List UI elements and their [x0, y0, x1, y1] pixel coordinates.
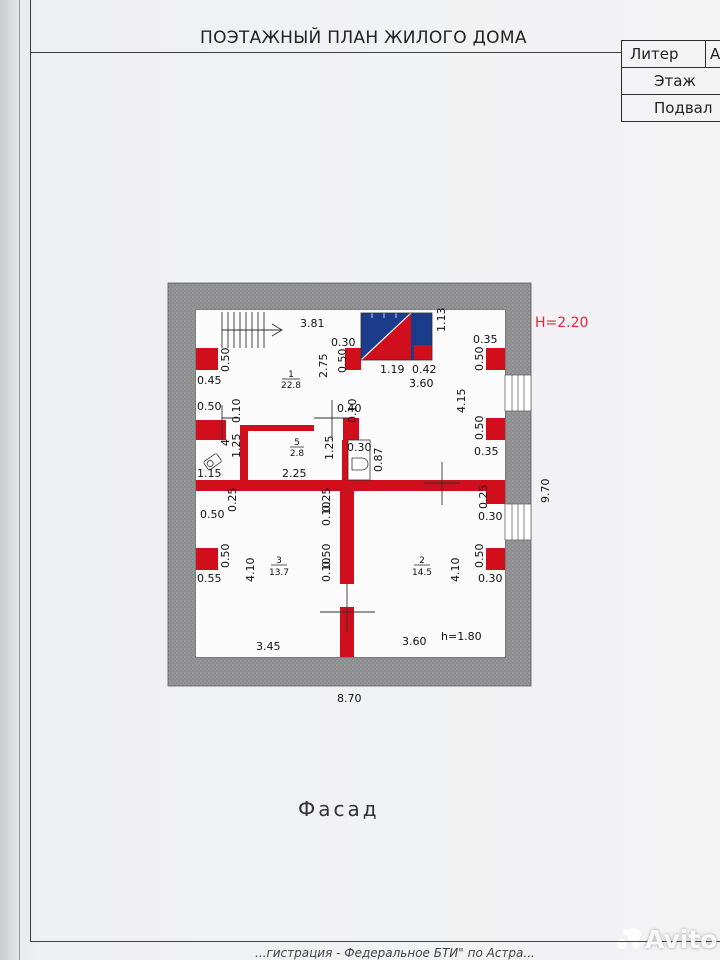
dim-closet-depth: 0.87 [372, 448, 385, 473]
title-block-stamp: Литер А Этаж Подвал [621, 40, 720, 128]
dim-010-v3: 0.10 [320, 502, 333, 527]
binding-edge [0, 0, 22, 960]
dim-050-v1: 0.50 [219, 348, 232, 373]
wall-room4-top [196, 420, 226, 440]
avito-logo-icon [617, 928, 641, 949]
dim-050-left: 0.50 [197, 400, 222, 413]
dim-030-right: 0.30 [478, 510, 503, 523]
wall-room5-top-a [248, 425, 314, 431]
room-2-area: 14.5 [412, 568, 432, 578]
room-1-area: 22.8 [281, 381, 301, 391]
dim-room5-depth: 1.25 [323, 436, 336, 461]
dim-h-label: h=1.80 [441, 630, 482, 643]
pier-left-2 [196, 548, 218, 570]
closet [347, 439, 371, 481]
dim-030-top: 0.30 [331, 336, 356, 349]
footer-text: ...гистрация - Федеральное БТИ" по Астра… [255, 946, 535, 960]
title-underline [30, 52, 622, 53]
dim-stair-width: 1.19 [380, 363, 405, 376]
dim-050-v3: 0.50 [473, 347, 486, 372]
wall-room5-right [342, 440, 348, 480]
dim-050-v7: 0.50 [473, 544, 486, 569]
dim-stair-depth: 1.13 [435, 308, 448, 333]
dim-045: 0.45 [197, 374, 222, 387]
document-title: ПОЭТАЖНЫЙ ПЛАН ЖИЛОГО ДОМА [200, 28, 527, 48]
margin-rule [19, 0, 20, 960]
pier-mid-1 [345, 348, 361, 370]
stamp-basement-label: Подвал [621, 94, 720, 122]
dim-010-v2: 0.10 [346, 399, 359, 424]
dim-room4-depth: 1.25 [230, 434, 243, 459]
dim-room4-width: 1.15 [197, 467, 222, 480]
pier-left-1 [196, 348, 218, 370]
interior-walls [196, 348, 505, 657]
room-3-area: 13.7 [269, 568, 289, 578]
wall-room5-left [240, 425, 248, 480]
dim-025-v1: 0.25 [226, 488, 239, 513]
dim-055: 0.55 [197, 572, 222, 585]
facade-label: Фасад [298, 797, 380, 821]
wall-horizontal-main [196, 480, 505, 491]
dim-025-v3: 0.25 [477, 485, 490, 510]
avito-watermark: Avito [645, 925, 718, 954]
dim-room2-depth: 4.10 [449, 558, 462, 583]
room-5-number: 5 [294, 438, 300, 448]
window-right-lower [504, 503, 532, 541]
dim-overall-depth: 9.70 [539, 479, 552, 504]
pier-right-1 [486, 348, 505, 370]
room-4-number: 4 [219, 439, 232, 446]
stair-unit [360, 312, 433, 361]
dim-035-right: 0.35 [474, 445, 499, 458]
pier-right-2 [486, 418, 505, 440]
dim-050-v4: 0.50 [473, 416, 486, 441]
dim-035-top: 0.35 [473, 333, 498, 346]
dim-050-v2: 0.50 [336, 349, 349, 374]
dim-room5-width: 2.25 [282, 467, 307, 480]
window-right-upper [504, 374, 532, 412]
dim-010-v1: 0.10 [230, 399, 243, 424]
frame-left-line [30, 0, 31, 942]
dim-030-right-lower: 0.30 [478, 572, 503, 585]
wall-vertical-lower-a [340, 491, 354, 584]
ceiling-height-label: H=2.20 [535, 315, 588, 331]
dim-overall-width: 8.70 [337, 692, 362, 705]
dim-room1-top: 3.81 [300, 317, 325, 330]
dim-050-left-lower: 0.50 [200, 508, 225, 521]
dim-010-v4: 0.10 [320, 558, 333, 583]
dim-042: 0.42 [412, 363, 437, 376]
dim-room2-width: 3.60 [402, 635, 427, 648]
door-markers [221, 400, 460, 632]
room-3-number: 3 [276, 556, 282, 566]
dim-room3-depth: 4.10 [244, 558, 257, 583]
wall-room5-top-b [343, 418, 359, 440]
dim-025-v2: 0.25 [320, 488, 333, 513]
pier-right-3 [486, 548, 505, 570]
dim-050-v6: 0.50 [320, 544, 333, 569]
dim-050-v5: 0.50 [219, 544, 232, 569]
room-1-number: 1 [288, 370, 294, 380]
footer-rule [30, 941, 720, 942]
room-2-number: 2 [419, 556, 425, 566]
dim-room1-inner-depth: 2.75 [317, 354, 330, 379]
dim-room1-depth: 4.15 [455, 389, 468, 414]
dim-040: 0.40 [337, 402, 362, 415]
room-5-area: 2.8 [290, 449, 305, 459]
dim-030-closet: 0.30 [347, 441, 372, 454]
dim-room3-width: 3.45 [256, 640, 281, 653]
staircase [221, 312, 283, 348]
toilet-symbol [203, 453, 222, 471]
pier-right-4 [486, 480, 505, 504]
dim-room1-right-width: 3.60 [409, 377, 434, 390]
